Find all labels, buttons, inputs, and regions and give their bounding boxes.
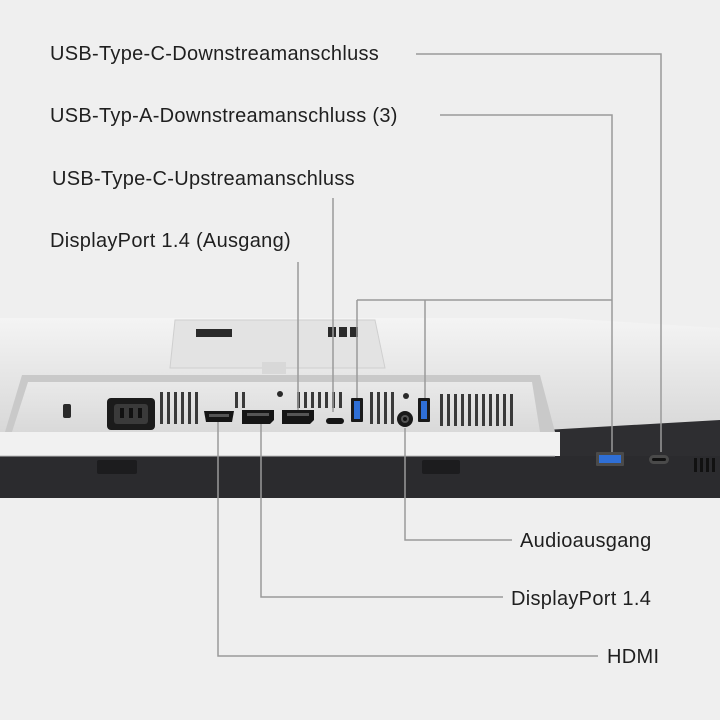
leader-lines	[217, 53, 662, 657]
audio-jack-icon	[397, 393, 413, 427]
label-usb-c-downstream: USB-Type-C-Downstreamanschluss	[50, 43, 380, 65]
side-vent	[694, 458, 715, 472]
power-socket-icon	[107, 398, 155, 430]
label-displayport-out: DisplayPort 1.4 (Ausgang)	[50, 230, 291, 252]
hdmi-port-icon	[204, 411, 234, 422]
kensington-lock-icon	[63, 404, 71, 418]
foot-right	[422, 460, 460, 474]
usb-c-upstream-icon	[326, 418, 344, 424]
rear-io-panel	[0, 375, 560, 457]
label-audio-out: Audioausgang	[520, 530, 652, 552]
side-usb-c-port-icon	[649, 455, 669, 464]
usb-a-port-icon	[351, 398, 363, 422]
vent-middle	[370, 392, 394, 424]
label-hdmi: HDMI	[607, 646, 660, 668]
usb-a-port-icon	[418, 398, 430, 422]
side-usb-a-port-icon	[596, 452, 624, 466]
displayport-icon	[242, 410, 274, 424]
label-usb-a-downstream: USB-Typ-A-Downstreamanschluss (3)	[50, 105, 398, 127]
foot-left	[97, 460, 137, 474]
displayport-out-icon	[277, 391, 314, 424]
vent-right	[440, 394, 513, 426]
label-displayport-in: DisplayPort 1.4	[511, 588, 652, 610]
label-usb-c-upstream: USB-Type-C-Upstreamanschluss	[52, 168, 355, 190]
stand-mount	[169, 319, 386, 374]
